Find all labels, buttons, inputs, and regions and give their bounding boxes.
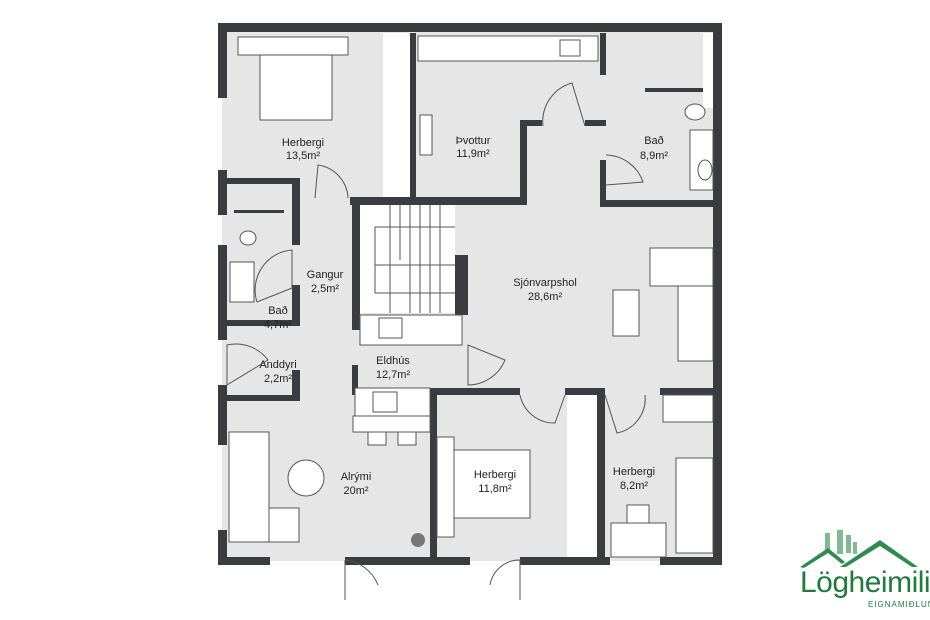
room-name: Bað [644,135,664,147]
room-area: 11,9m² [456,148,490,160]
closet [383,33,410,198]
room-area: 2,2m² [264,373,292,385]
room-area: 28,6m² [528,291,563,303]
room-area: 8,2m² [620,480,648,492]
room-labels: Herbergi 13,5m² Þvottur 11,9m² Bað 8,9m²… [259,135,668,497]
room-area: 20m² [343,485,368,497]
walls [218,23,722,565]
room-name: Þvottur [456,135,491,147]
logo-tagline: EIGNAMIÐLUN [868,600,930,609]
room-name: Anddyri [259,359,296,371]
room-area: 4,7m² [264,319,292,331]
room-name: Eldhús [376,355,410,367]
closet [703,33,714,108]
room-area: 2,5m² [311,283,339,295]
room-area: 11,8m² [478,483,512,495]
room-name: Herbergi [613,466,655,478]
room-name: Gangur [307,269,344,281]
room-area: 12,7m² [376,369,411,381]
room-name: Herbergi [474,469,516,481]
logo-house-icon [800,530,918,568]
furniture [228,35,714,558]
room-area: 13,5m² [286,150,321,162]
room-name: Alrými [341,471,372,483]
room-name: Sjónvarpshol [513,277,577,289]
closet [567,395,597,557]
room-area: 8,9m² [640,150,668,162]
staircase [360,205,455,313]
room-name: Bað [268,305,288,317]
room-name: Herbergi [282,137,324,149]
doors [226,82,646,600]
logo-name: Lögheimili [800,566,930,599]
